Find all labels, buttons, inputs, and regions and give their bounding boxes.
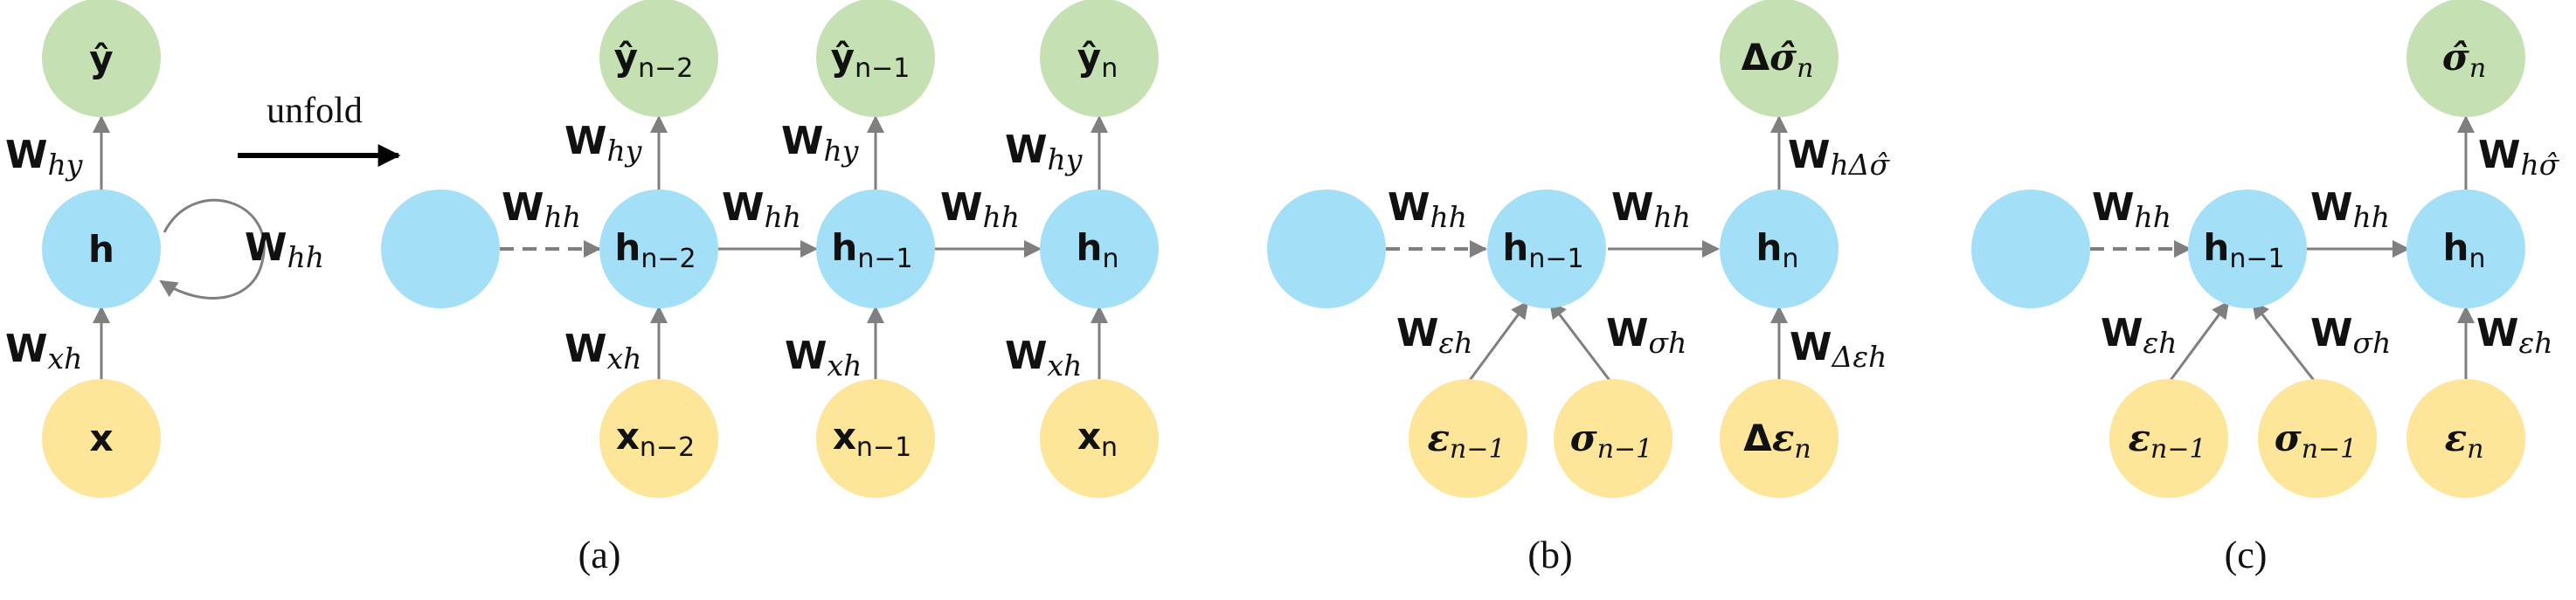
edge-sig-to-h-c (2251, 300, 2317, 383)
output-node-y (42, 0, 161, 117)
weight-label-hh-c-0: Whh (2092, 185, 2171, 234)
hidden-node-cur-b (1720, 190, 1839, 308)
output-node-c (2406, 0, 2525, 117)
weight-label-hh: Whh (245, 225, 324, 274)
input-label-n-2: xn−2 (616, 415, 695, 463)
input-node-sig-b (1554, 379, 1672, 498)
hidden-label-prev-b: hn−1 (1502, 226, 1583, 274)
weight-label-xh-a-1: Wxh (564, 327, 641, 376)
output-node-n-2 (599, 0, 718, 117)
weight-label-out-c: Whσ̂ (2478, 133, 2560, 182)
panel-a-rolled: ŷ h x Why Whh Wxh (5, 0, 324, 498)
input-node-deps-b (1720, 379, 1839, 498)
hidden-node-n-1 (816, 190, 935, 308)
unfold-indicator: unfold (238, 91, 401, 167)
output-label-b: Δσ̂n (1742, 36, 1814, 84)
edge-eps-to-h-b (1466, 300, 1529, 383)
hidden-label-cur-b: hn (1756, 226, 1799, 274)
input-node-eps-c (2109, 379, 2228, 498)
weight-label-hh-a-1: Whh (722, 185, 801, 234)
weight-label-sig-b: Wσh (1606, 311, 1686, 360)
output-label-n-1: ŷn−1 (831, 36, 911, 84)
input-node-sig-c (2258, 379, 2377, 498)
output-node-n (1040, 0, 1159, 117)
hidden-label-prev-c: hn−1 (2203, 226, 2284, 274)
hidden-node-cur-c (2406, 190, 2525, 308)
hidden-node-initial-c (1971, 190, 2090, 308)
weight-label-hy-a-3: Why (1005, 128, 1083, 176)
output-label-c: σ̂n (2442, 36, 2486, 84)
edge-eps-to-h-c (2167, 300, 2230, 383)
weight-label-sig-c: Wσh (2310, 311, 2391, 360)
output-node-n-1 (816, 0, 935, 117)
input-label-n-1: xn−1 (833, 415, 911, 463)
input-node-n-2 (599, 379, 718, 498)
hidden-label-cur-c: hn (2443, 226, 2486, 274)
input-label-sig-c: σn−1 (2275, 417, 2358, 465)
panel-b: Δσ̂n hn−1 hn εn−1 σn−1 Δεn Whh Whh WhΔσ̂… (1267, 0, 1891, 576)
panel-a-unrolled: ŷn−2 hn−2 xn−2 ŷn−1 hn−1 xn−1 ŷn hn xn W… (381, 0, 1159, 576)
weight-label-hy: Why (5, 133, 83, 182)
weight-label-hh-a-0: Whh (502, 185, 581, 234)
weight-label-eps-b: Wεh (1396, 311, 1473, 360)
caption-b: (b) (1527, 534, 1572, 576)
input-label-eps2-c: εn (2445, 417, 2484, 465)
weight-label-deps-b: WΔεh (1790, 325, 1887, 374)
output-node-y-label: ŷ (89, 38, 113, 80)
hidden-node-prev-b (1487, 190, 1606, 308)
edge-sig-to-h-b (1548, 300, 1613, 383)
weight-label-hh-c-1: Whh (2310, 185, 2390, 234)
weight-label-hy-a-2: Why (781, 119, 859, 168)
input-node-n (1040, 379, 1159, 498)
weight-label-xh-a-3: Wxh (1005, 334, 1082, 383)
output-label-n: ŷn (1077, 36, 1118, 84)
edge-h-self-loop (159, 198, 266, 300)
input-label-eps-b: εn−1 (1427, 417, 1505, 465)
input-node-eps2-c (2406, 379, 2525, 498)
hidden-node-initial-a (381, 190, 500, 308)
input-label-deps-b: Δεn (1743, 417, 1811, 465)
weight-label-hh-b-1: Whh (1611, 185, 1691, 234)
hidden-node-initial-b (1267, 190, 1386, 308)
hidden-node-prev-c (2188, 190, 2307, 308)
weight-label-eps-c: Wεh (2101, 311, 2178, 360)
weight-label-out-b: WhΔσ̂ (1788, 133, 1891, 182)
caption-a: (a) (578, 534, 621, 576)
hidden-label-n: hn (1077, 226, 1119, 274)
hidden-label-n-1: hn−1 (831, 226, 912, 274)
weight-label-eps2-c: Wεh (2476, 311, 2553, 360)
unfold-label: unfold (267, 91, 363, 131)
output-label-n-2: ŷn−2 (614, 36, 694, 84)
hidden-node-h-label: h (88, 228, 114, 271)
weight-label-hh-b-0: Whh (1388, 185, 1467, 234)
input-label-n: xn (1077, 415, 1118, 463)
hidden-node-n-2 (599, 190, 718, 308)
weight-label-xh: Wxh (5, 327, 82, 376)
hidden-label-n-2: hn−2 (614, 226, 696, 274)
input-node-x-label: x (89, 417, 113, 459)
input-node-n-1 (816, 379, 935, 498)
weight-label-hh-a-2: Whh (940, 185, 1020, 234)
panel-c: σ̂n hn−1 hn εn−1 σn−1 εn Whh Whh Whσ̂ Wε… (1971, 0, 2560, 576)
input-node-x (42, 379, 161, 498)
input-node-eps-b (1409, 379, 1527, 498)
weight-label-hy-a-1: Why (564, 119, 642, 168)
weight-label-xh-a-2: Wxh (785, 334, 862, 383)
hidden-node-n (1040, 190, 1159, 308)
caption-c: (c) (2225, 534, 2268, 576)
input-label-sig-b: σn−1 (1570, 417, 1653, 465)
output-node-b (1720, 0, 1839, 117)
hidden-node-h (42, 190, 161, 308)
input-label-eps-c: εn−1 (2128, 417, 2206, 465)
